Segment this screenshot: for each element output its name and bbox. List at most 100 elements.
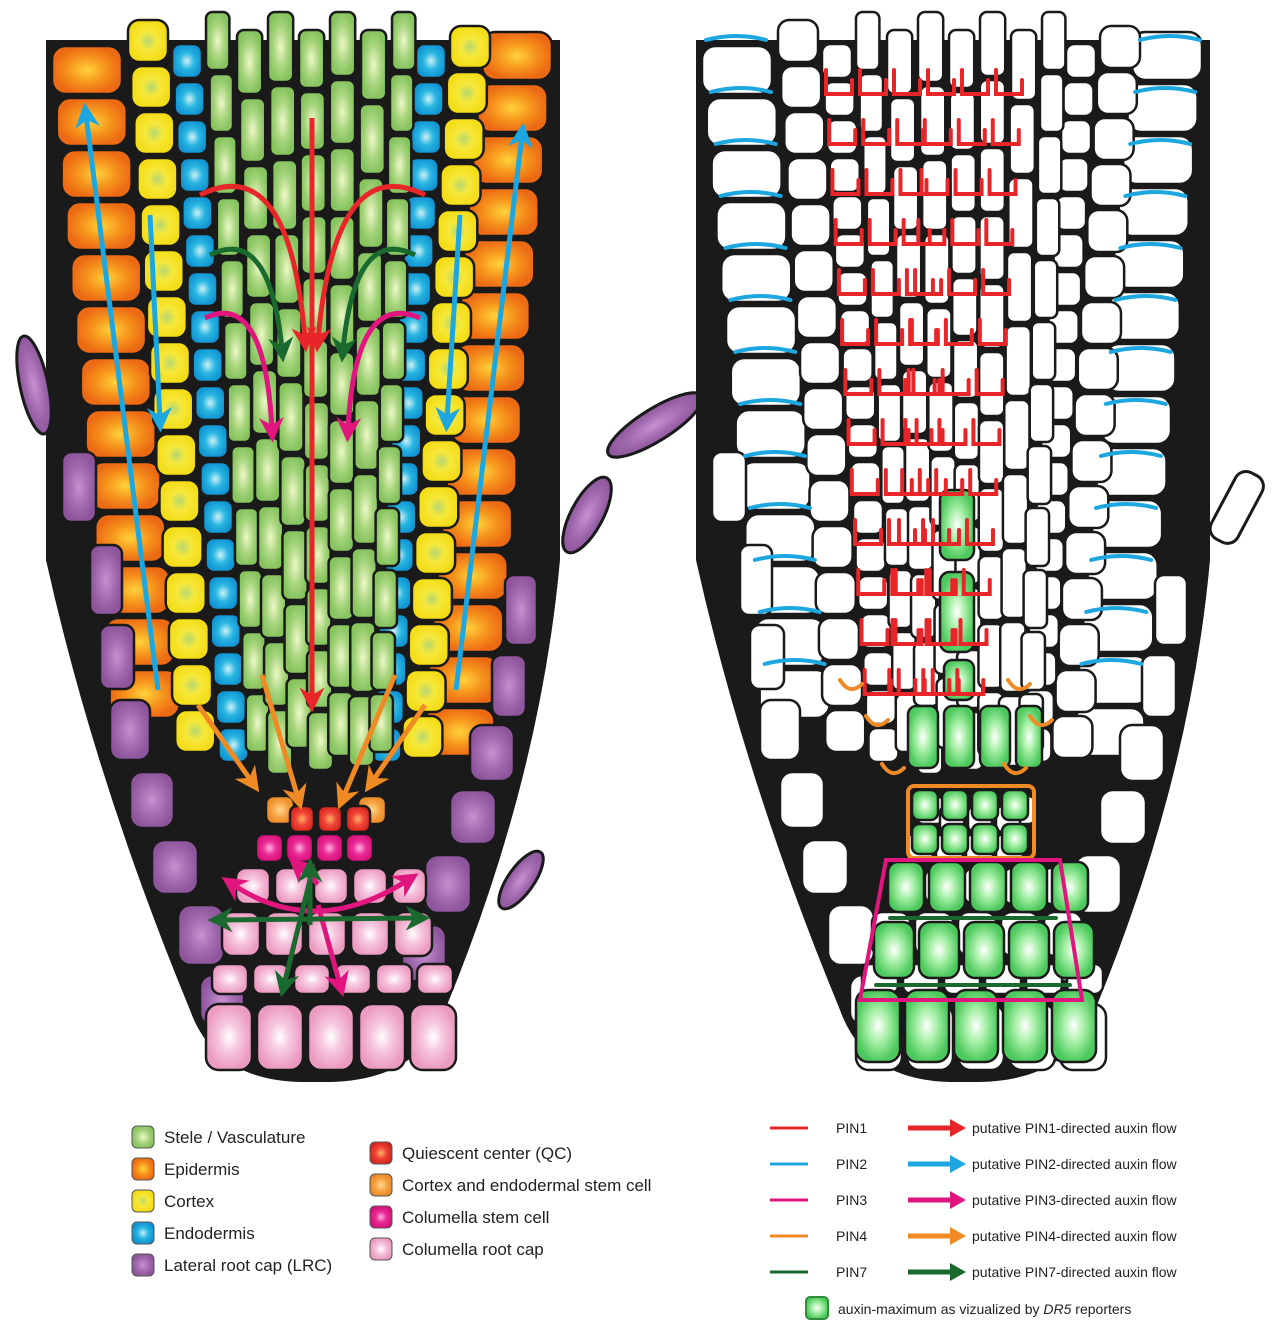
epidermis-cell xyxy=(57,98,127,146)
dr5-auxin-maximum-cell xyxy=(942,790,968,820)
lateral-root-cap-cell xyxy=(780,772,824,828)
columella-root-cap-cell xyxy=(294,964,330,994)
stele-cell xyxy=(374,570,397,628)
columella-root-cap-cell xyxy=(417,964,453,994)
endodermis-cell xyxy=(198,424,228,458)
endodermis-cell xyxy=(213,652,243,686)
legend-flow-label-pin1: putative PIN1-directed auxin flow xyxy=(972,1120,1178,1136)
stele-cell xyxy=(1032,322,1055,380)
legend-label-epidermis: Epidermis xyxy=(164,1160,240,1179)
stele-cell xyxy=(235,508,258,566)
endodermis-cell xyxy=(411,120,441,154)
stele-cell xyxy=(1026,508,1049,566)
endodermis-cell xyxy=(200,462,230,496)
endodermis-cell xyxy=(172,44,202,78)
quiescent-center-cell xyxy=(290,806,314,832)
cortex-cell xyxy=(415,532,455,574)
lateral-root-cap-cell xyxy=(100,625,134,689)
cortex-cell xyxy=(1065,532,1105,574)
stele-cell xyxy=(224,322,247,380)
columella-stem-cell xyxy=(346,834,373,862)
stele-cell xyxy=(282,530,307,600)
endodermis-cell xyxy=(1066,44,1096,78)
legend-swatch-epidermis xyxy=(132,1158,154,1180)
cortex-cell xyxy=(137,158,177,200)
cortex-cell xyxy=(440,164,480,206)
cortex-cell xyxy=(813,526,853,568)
lateral-root-cap-cell xyxy=(505,575,537,645)
stele-cell xyxy=(392,12,415,70)
dr5-legend: auxin-maximum as vizualized by DR5 repor… xyxy=(806,1297,1131,1319)
stele-cell xyxy=(353,474,378,544)
stele-cell xyxy=(237,30,262,94)
stele-cell xyxy=(980,12,1005,76)
cortex-cell xyxy=(806,434,846,476)
legend-flow-label-pin7: putative PIN7-directed auxin flow xyxy=(972,1264,1178,1280)
columella-stem-cell xyxy=(316,834,343,862)
legend-pin-label-pin2: PIN2 xyxy=(836,1156,867,1172)
endodermis-cell xyxy=(406,196,436,230)
dr5-swatch xyxy=(806,1297,828,1319)
endodermis-cell xyxy=(177,120,207,154)
columella-root-cap-cell xyxy=(257,1004,303,1070)
cortex-cell xyxy=(172,664,212,706)
stele-cell xyxy=(1022,632,1045,690)
cortex-cell xyxy=(412,578,452,620)
legend-flow-label-pin3: putative PIN3-directed auxin flow xyxy=(972,1192,1178,1208)
legend-label-cortex: Cortex xyxy=(164,1192,215,1211)
stele-cell xyxy=(1030,384,1053,442)
dr5-label-suffix: reporters xyxy=(1071,1301,1131,1317)
columella-stem-cell xyxy=(256,834,283,862)
stele-cell xyxy=(950,92,975,150)
lateral-root-cap-cell xyxy=(110,700,150,760)
stele-cell xyxy=(380,384,403,442)
lateral-root-cap-cell xyxy=(492,655,526,717)
pin-legend: PIN1putative PIN1-directed auxin flowPIN… xyxy=(770,1119,1178,1281)
legend-label-qc: Quiescent center (QC) xyxy=(402,1144,572,1163)
cortex-cell xyxy=(1075,394,1115,436)
legend-flow-label-pin4: putative PIN4-directed auxin flow xyxy=(972,1228,1178,1244)
lateral-root-cap-cell xyxy=(760,700,800,760)
sloughed-cell xyxy=(1206,467,1268,547)
legend-swatch-qc xyxy=(370,1142,392,1164)
dr5-auxin-maximum-cell xyxy=(888,862,924,912)
lateral-root-cap-cell xyxy=(450,790,496,844)
legend-label-cei: Cortex and endodermal stem cell xyxy=(402,1176,651,1195)
quiescent-center-cell xyxy=(318,806,342,832)
cortex-cell xyxy=(447,72,487,114)
dr5-label-italic: DR5 xyxy=(1043,1301,1071,1317)
cortex-cell xyxy=(159,480,199,522)
lateral-root-cap-cell xyxy=(1142,655,1176,717)
stele-cell xyxy=(856,12,879,70)
dr5-auxin-maximum-cell xyxy=(1011,862,1047,912)
cortex-cell xyxy=(421,440,461,482)
cortex-cell xyxy=(409,624,449,666)
pin7-flow-arrow xyxy=(220,918,418,920)
lateral-root-cap-cell xyxy=(130,772,174,828)
cortex-cell xyxy=(781,66,821,108)
lateral-root-cap-cell xyxy=(62,452,96,522)
epidermis-cell xyxy=(482,32,552,80)
cortex-cell xyxy=(778,20,818,62)
stele-cell xyxy=(303,340,328,398)
endodermis-cell xyxy=(1061,120,1091,154)
legend-flow-label-pin2: putative PIN2-directed auxin flow xyxy=(972,1156,1178,1172)
endodermis-cell xyxy=(211,614,241,648)
stele-cell xyxy=(206,12,229,70)
lateral-root-cap-cell xyxy=(1120,725,1164,781)
lateral-root-cap-cell xyxy=(802,840,848,894)
endodermis-cell xyxy=(827,120,857,154)
dr5-auxin-maximum-cell xyxy=(908,706,938,768)
cortex-cell xyxy=(169,618,209,660)
legend-arrowhead-pin7 xyxy=(950,1263,966,1281)
epidermis-cell xyxy=(90,462,160,510)
stele-cell xyxy=(887,30,912,94)
dr5-auxin-maximum-cell xyxy=(929,862,965,912)
cortex-cell xyxy=(141,204,181,246)
stele-cell xyxy=(918,12,943,82)
cortex-cell xyxy=(1062,578,1102,620)
columella-root-cap-cell xyxy=(308,1004,354,1070)
endodermis-cell xyxy=(180,158,210,192)
cortex-cell xyxy=(156,434,196,476)
